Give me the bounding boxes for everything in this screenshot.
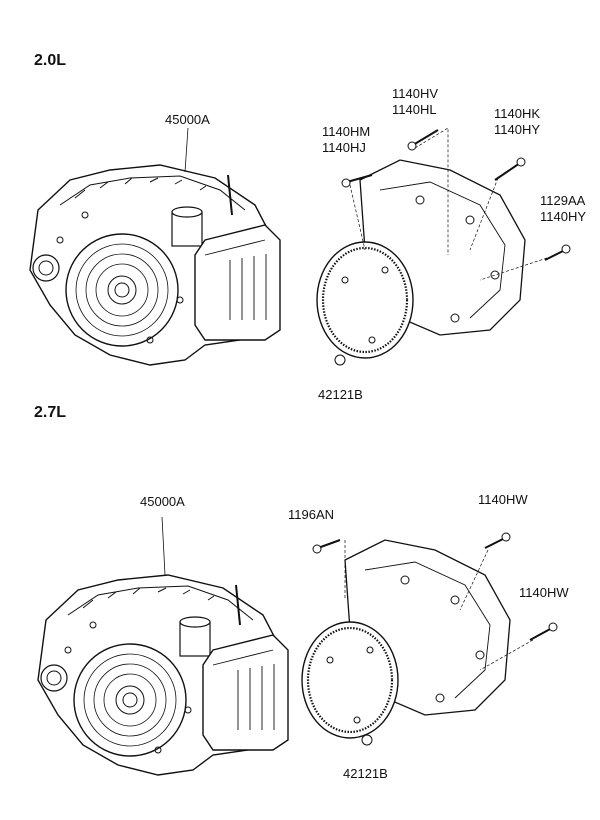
part-number: 1196AN: [288, 507, 335, 522]
bolt-42121b-icon: [334, 354, 346, 366]
bolt-1140hw-side-icon: [529, 622, 558, 641]
part-label-bolt-group-1: 1140HV 1140HL: [392, 86, 438, 118]
part-number: 1140HW: [478, 492, 528, 507]
part-number: 42121B: [318, 387, 363, 402]
part-label-bolt-group-9: 42121B: [343, 766, 388, 782]
section-title-2-0l: 2.0L: [34, 52, 67, 69]
part-number: 1140HV: [392, 86, 439, 101]
part-number: 1140HY: [494, 122, 541, 137]
part-number: 1140HL: [392, 102, 437, 117]
part-number: 1140HJ: [322, 140, 366, 155]
part-label-bolt-group-6: 1196AN: [288, 507, 334, 523]
part-number: 42121B: [343, 766, 388, 781]
part-number: 1140HW: [519, 585, 569, 600]
transaxle-2-0l-drawing: [29, 164, 281, 366]
part-label-transaxle-2-7l: 45000A: [140, 494, 185, 509]
part-label-bolt-group-7: 1140HW: [478, 492, 528, 508]
bolt-1140hk-icon: [494, 157, 526, 181]
bolt-1140hv-icon: [407, 129, 439, 151]
part-label-bolt-group-2: 1140HM 1140HJ: [322, 124, 370, 156]
part-number: 1140HK: [494, 106, 541, 121]
section-title-2-7l: 2.7L: [34, 404, 67, 421]
bolt-1140hw-top-icon: [484, 532, 511, 549]
part-label-bolt-group-8: 1140HW: [519, 585, 569, 601]
part-label-bolt-group-5: 42121B: [318, 387, 363, 403]
part-number: 1129AA: [540, 193, 586, 208]
part-number: 1140HM: [322, 124, 371, 139]
part-label-bolt-group-3: 1140HK 1140HY: [494, 106, 540, 138]
bolt-42121b-2-7l-icon: [361, 734, 373, 746]
bolt-1129aa-icon: [544, 244, 571, 261]
part-label-transaxle-2-0l: 45000A: [165, 112, 210, 127]
part-number: 1140HY: [540, 209, 587, 224]
transaxle-2-7l-drawing: [37, 574, 289, 776]
bolt-1140hm-icon: [341, 174, 373, 188]
part-label-bolt-group-4: 1129AA 1140HY: [540, 193, 586, 225]
bolt-1196an-icon: [312, 539, 341, 554]
